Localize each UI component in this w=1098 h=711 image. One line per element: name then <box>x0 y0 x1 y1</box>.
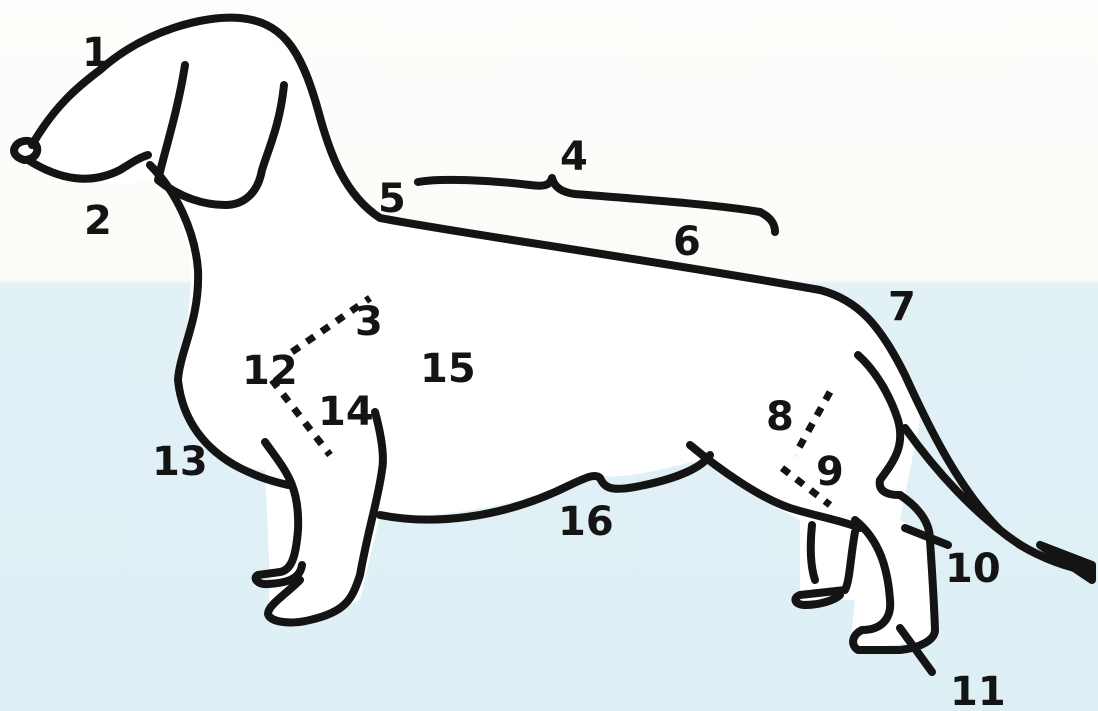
neck-chest-outline <box>146 161 292 489</box>
label-12: 12 <box>242 348 298 394</box>
label-2: 2 <box>84 198 112 244</box>
dog-body-fill <box>30 19 935 651</box>
nose-outline <box>10 136 42 164</box>
front-leg-back <box>251 438 306 589</box>
label-9: 9 <box>816 449 844 495</box>
label-16: 16 <box>558 499 614 545</box>
label-8: 8 <box>766 394 794 440</box>
label-10: 10 <box>945 546 1001 592</box>
leader-12-14 <box>269 377 333 458</box>
rear-thigh-outline <box>686 441 864 532</box>
leader-3-12 <box>290 295 372 355</box>
rear-leg-back <box>791 528 859 609</box>
front-leg-front <box>264 408 387 627</box>
label-14: 14 <box>318 389 374 435</box>
label-11: 11 <box>950 669 1006 711</box>
head-and-back-outline <box>28 13 1096 574</box>
tail-tip <box>1036 541 1096 584</box>
leader-8-9 <box>791 390 834 457</box>
label-5: 5 <box>378 176 406 222</box>
label-7: 7 <box>888 284 916 330</box>
label-15: 15 <box>420 346 476 392</box>
topline-bracket <box>414 174 779 236</box>
foot-tick <box>896 624 936 676</box>
stifle-tick <box>901 524 952 549</box>
belly-outline <box>376 451 714 524</box>
label-1: 1 <box>82 30 110 76</box>
label-6: 6 <box>673 219 701 265</box>
label-3: 3 <box>355 299 383 345</box>
hindquarter-curve <box>854 351 905 499</box>
ear-outline <box>154 61 288 209</box>
rear-leg-front <box>806 521 819 584</box>
muzzle-outline <box>24 151 152 183</box>
label-13: 13 <box>152 439 208 485</box>
label-4: 4 <box>560 134 588 180</box>
